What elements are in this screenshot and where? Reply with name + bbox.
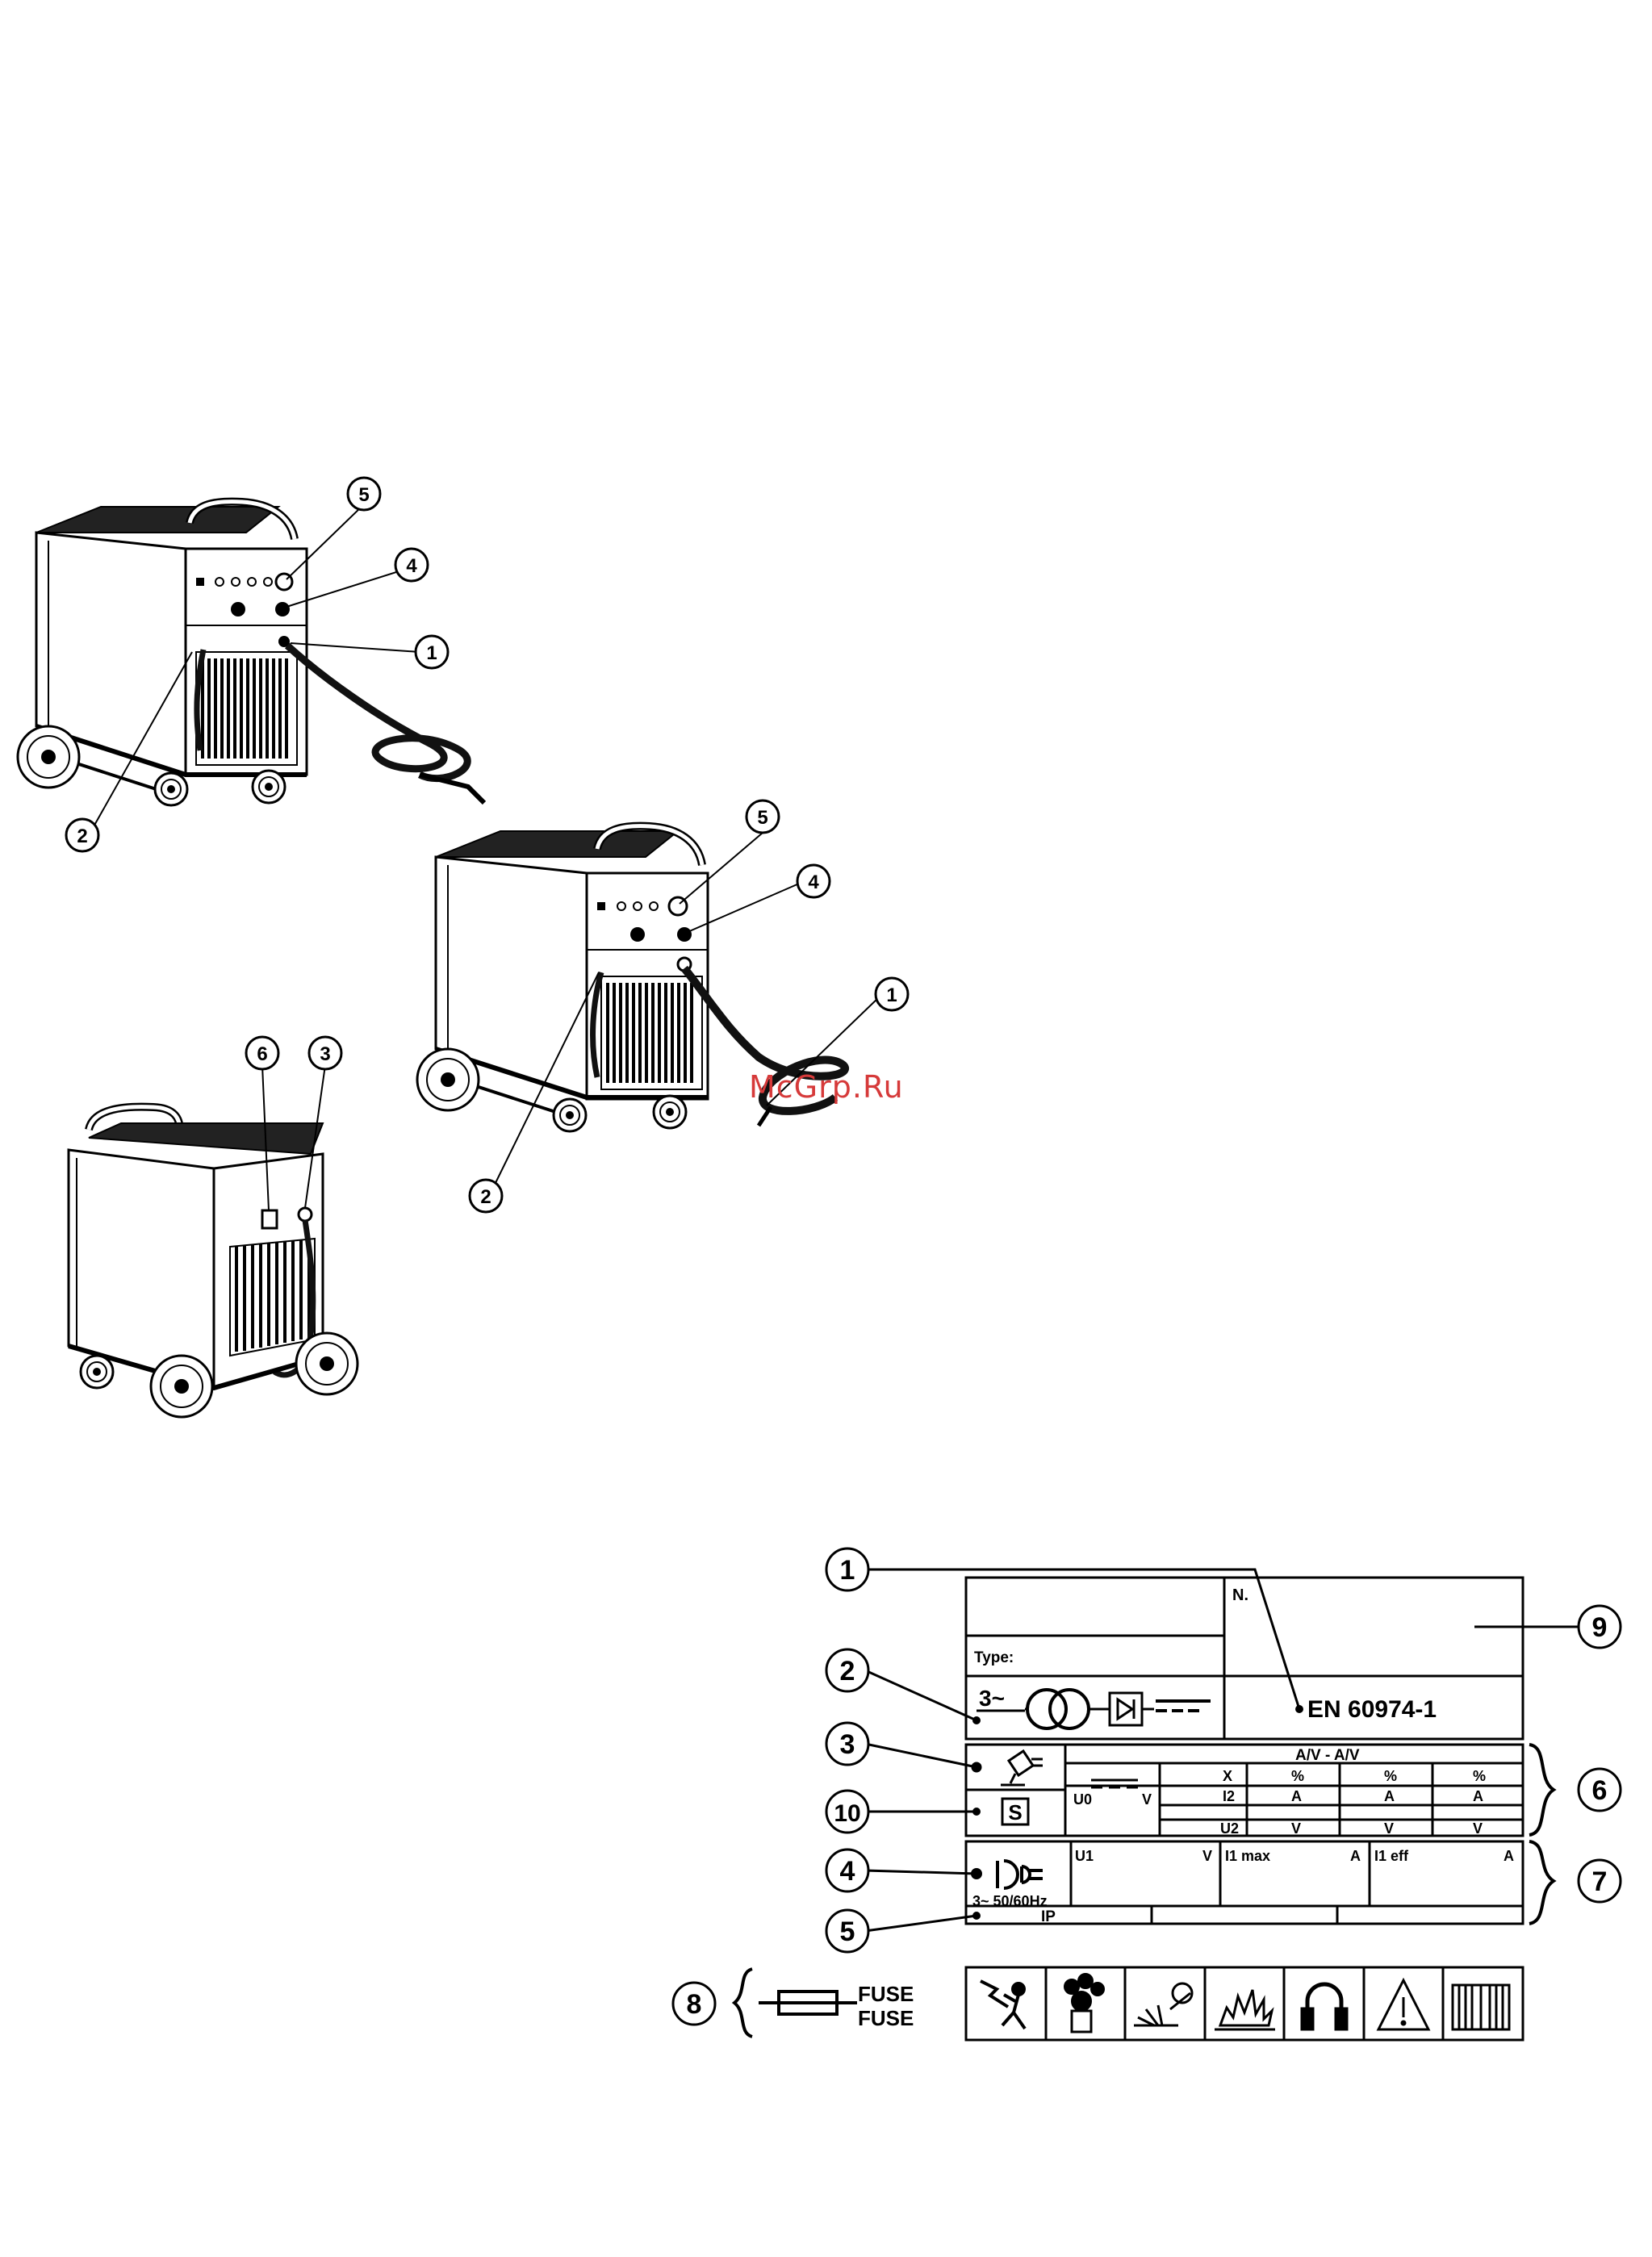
u1-label: U1 (1075, 1848, 1094, 1864)
col-pct-2: % (1384, 1768, 1397, 1784)
svg-text:6: 6 (1592, 1775, 1608, 1806)
plate-callout-8: 8 (673, 1983, 715, 2025)
fuse-label-1: FUSE (858, 1982, 914, 2006)
col-a-2: A (1384, 1788, 1395, 1804)
svg-text:7: 7 (1592, 1866, 1608, 1897)
col-pct-3: % (1473, 1768, 1486, 1784)
sparks-icon (1134, 1983, 1192, 2025)
u0-unit: V (1142, 1791, 1152, 1808)
col-x: X (1223, 1768, 1232, 1784)
svg-text:1: 1 (840, 1555, 855, 1586)
explosion-icon (1215, 1990, 1275, 2029)
av-header: A/V - A/V (1295, 1747, 1360, 1764)
col-a-1: A (1291, 1788, 1302, 1804)
svg-text:4: 4 (840, 1856, 855, 1887)
s-symbol: S (1008, 1800, 1022, 1824)
i1eff-label: I1 eff (1374, 1848, 1409, 1864)
brace-7 (1529, 1841, 1554, 1924)
svg-text:5: 5 (840, 1916, 855, 1947)
svg-text:2: 2 (840, 1656, 855, 1686)
i1max-unit: A (1350, 1848, 1361, 1864)
plate-output-block (966, 1745, 1523, 1836)
u1-unit: V (1202, 1848, 1212, 1864)
plate-callout-2: 2 (826, 1649, 868, 1691)
plate-n-label: N. (1232, 1586, 1248, 1604)
plate-standard: EN 60974-1 (1307, 1696, 1437, 1723)
brace-6 (1529, 1745, 1554, 1835)
ip-label: IP (1041, 1908, 1056, 1925)
plate-callout-4: 4 (826, 1849, 868, 1891)
fumes-icon (1064, 1974, 1104, 2032)
plate-callout-9: 9 (1579, 1606, 1621, 1648)
col-v-3: V (1473, 1820, 1483, 1837)
supply-label: 3~ 50/60Hz (972, 1893, 1048, 1909)
plate-callout-5: 5 (826, 1910, 868, 1952)
col-v-2: V (1384, 1820, 1394, 1837)
i1eff-unit: A (1504, 1848, 1514, 1864)
plate-type-label: Type: (974, 1649, 1014, 1666)
col-v-1: V (1291, 1820, 1301, 1837)
fuse-symbol (734, 1969, 857, 2037)
fuse-label-2: FUSE (858, 2006, 914, 2030)
i2-label: I2 (1223, 1788, 1235, 1804)
svg-text:3: 3 (840, 1729, 855, 1760)
u0-label: U0 (1073, 1791, 1092, 1808)
svg-text:10: 10 (834, 1800, 860, 1827)
i1max-label: I1 max (1225, 1848, 1270, 1864)
col-pct-1: % (1291, 1768, 1304, 1784)
svg-text:8: 8 (687, 1989, 702, 2020)
u2-label: U2 (1220, 1820, 1239, 1837)
svg-text:3~: 3~ (979, 1686, 1005, 1711)
mig-process-symbol (972, 1751, 1043, 1785)
mains-plug-symbol (972, 1861, 1043, 1888)
transformer-rectifier-symbol: 3~ (972, 1686, 1211, 1728)
dc-symbol (1091, 1780, 1138, 1787)
col-a-3: A (1473, 1788, 1483, 1804)
ear-protection-icon (1303, 1984, 1346, 2029)
plate-callout-3: 3 (826, 1723, 868, 1765)
plate-callout-6: 6 (1579, 1769, 1621, 1811)
plate-callout-7: 7 (1579, 1860, 1621, 1902)
plate-callout-1: 1 (826, 1549, 868, 1590)
electric-shock-icon (981, 1981, 1025, 2029)
svg-text:9: 9 (1592, 1612, 1608, 1643)
manual-book-icon (1453, 1985, 1509, 2029)
plate-callout-10: 10 (826, 1791, 868, 1833)
warning-triangle-icon (1378, 1980, 1428, 2029)
